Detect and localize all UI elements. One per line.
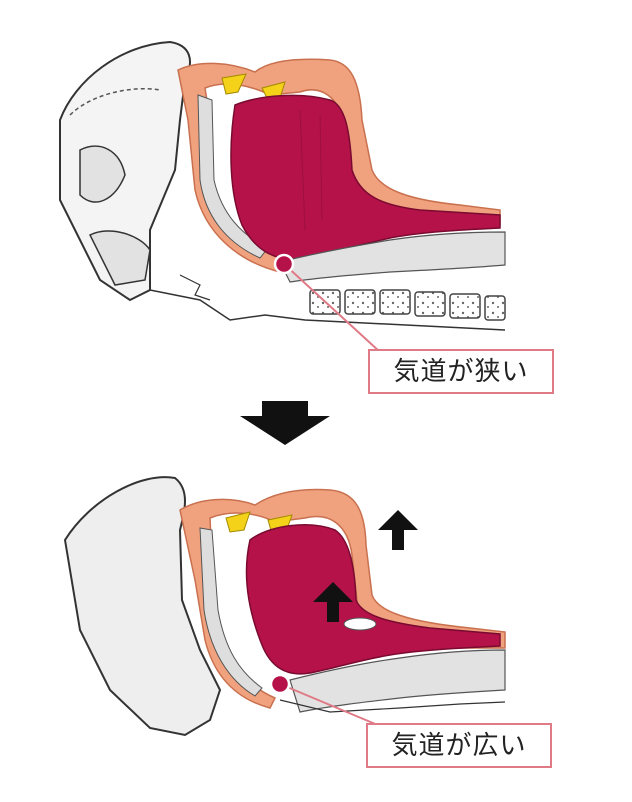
bone-top-left xyxy=(221,73,247,95)
tongue-wide xyxy=(245,524,501,675)
up-arrow-icon xyxy=(313,582,353,622)
jaw-structure-bottom xyxy=(289,649,506,713)
pointer-dot-top xyxy=(273,253,295,275)
down-arrow-icon xyxy=(240,401,330,445)
jaw-structure-top xyxy=(279,231,506,283)
bone-bottom-left xyxy=(225,511,251,533)
pointer-line-top xyxy=(283,263,381,353)
narrow-airway-label: 気道が狭い xyxy=(368,349,554,394)
pointer-dot-bottom xyxy=(269,673,291,695)
wide-airway-illustration xyxy=(63,476,506,737)
skull-outline-bottom xyxy=(63,476,222,737)
pointer-line-bottom xyxy=(279,683,381,727)
tongue-narrow xyxy=(230,94,501,260)
up-arrow-icon xyxy=(378,510,418,550)
wide-airway-label: 気道が広い xyxy=(366,723,552,768)
narrow-airway-illustration xyxy=(59,40,506,353)
